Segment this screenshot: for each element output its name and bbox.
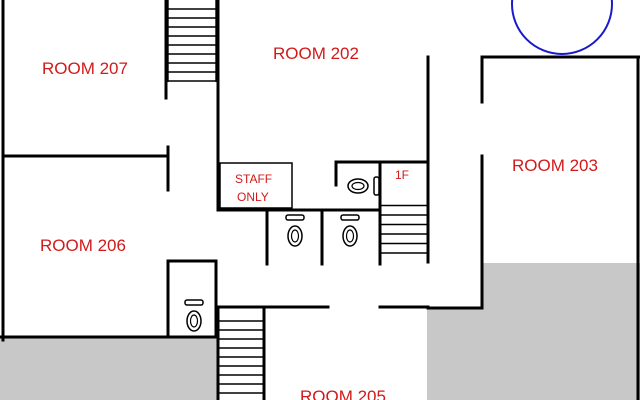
shaded-area-bottom-right bbox=[427, 308, 482, 400]
toilet-icon bbox=[184, 299, 204, 332]
toilet-icon bbox=[347, 176, 380, 196]
room-202-label: ROOM 202 bbox=[273, 44, 359, 63]
staff-only-box bbox=[219, 162, 293, 209]
shaded-area-right bbox=[482, 263, 640, 400]
staff-only-label-line2: ONLY bbox=[237, 190, 269, 204]
circle-marker bbox=[511, 0, 613, 55]
room-203-label: ROOM 203 bbox=[512, 156, 598, 175]
staff-only-label-line1: STAFF bbox=[235, 172, 272, 186]
stairs-1f-label: 1F bbox=[395, 168, 409, 182]
shaded-area-bottom-left bbox=[0, 337, 218, 400]
stairs-bottom bbox=[217, 312, 265, 400]
room-205-label: ROOM 205 bbox=[300, 387, 386, 400]
room-207-label: ROOM 207 bbox=[42, 59, 128, 78]
toilet-icon bbox=[340, 214, 360, 247]
room-206-label: ROOM 206 bbox=[40, 236, 126, 255]
stairs-1f bbox=[379, 196, 429, 262]
toilet-icon bbox=[285, 214, 305, 247]
stairs-top bbox=[167, 0, 217, 82]
shaded-areas bbox=[0, 263, 640, 400]
